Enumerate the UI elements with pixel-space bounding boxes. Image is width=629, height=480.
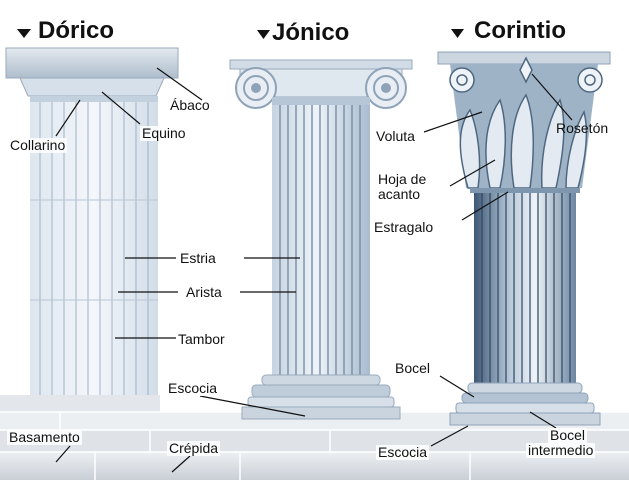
label-collarino: Collarino [8, 137, 68, 153]
label-bocel-intermedio-line2: intermedio [526, 442, 596, 458]
label-roseton: Rosetón [556, 120, 609, 136]
ionic-column [229, 59, 413, 420]
ionic-arrow-icon [257, 30, 270, 39]
label-abaco: Ábaco [170, 97, 210, 113]
label-bocel: Bocel [393, 360, 433, 376]
corinthian-title: Corintio [474, 17, 566, 44]
label-bocel-intermedio-line1: Bocel [548, 427, 588, 443]
leader-lines [55, 67, 573, 473]
corinthian-column [437, 51, 611, 426]
label-hoja-line2: acanto [376, 186, 423, 202]
label-estria: Estria [180, 250, 216, 266]
ionic-title: Jónico [272, 19, 350, 46]
label-tambor: Tambor [178, 331, 225, 347]
label-escocia-corinthian: Escocia [376, 444, 430, 460]
label-equino: Equino [140, 125, 188, 141]
label-hoja-line1: Hoja de [376, 171, 429, 187]
label-estragalo: Estragalo [372, 219, 436, 235]
doric-column [5, 47, 179, 395]
doric-title: Dórico [38, 17, 115, 44]
label-basamento: Basamento [7, 429, 82, 445]
corinthian-arrow-icon [451, 29, 464, 38]
title-markers [17, 29, 464, 39]
label-escocia-doric: Escocia [166, 380, 220, 396]
label-arista: Arista [186, 284, 222, 300]
doric-arrow-icon [17, 29, 31, 38]
label-voluta: Voluta [374, 128, 417, 144]
label-crepida: Crépida [167, 440, 221, 456]
